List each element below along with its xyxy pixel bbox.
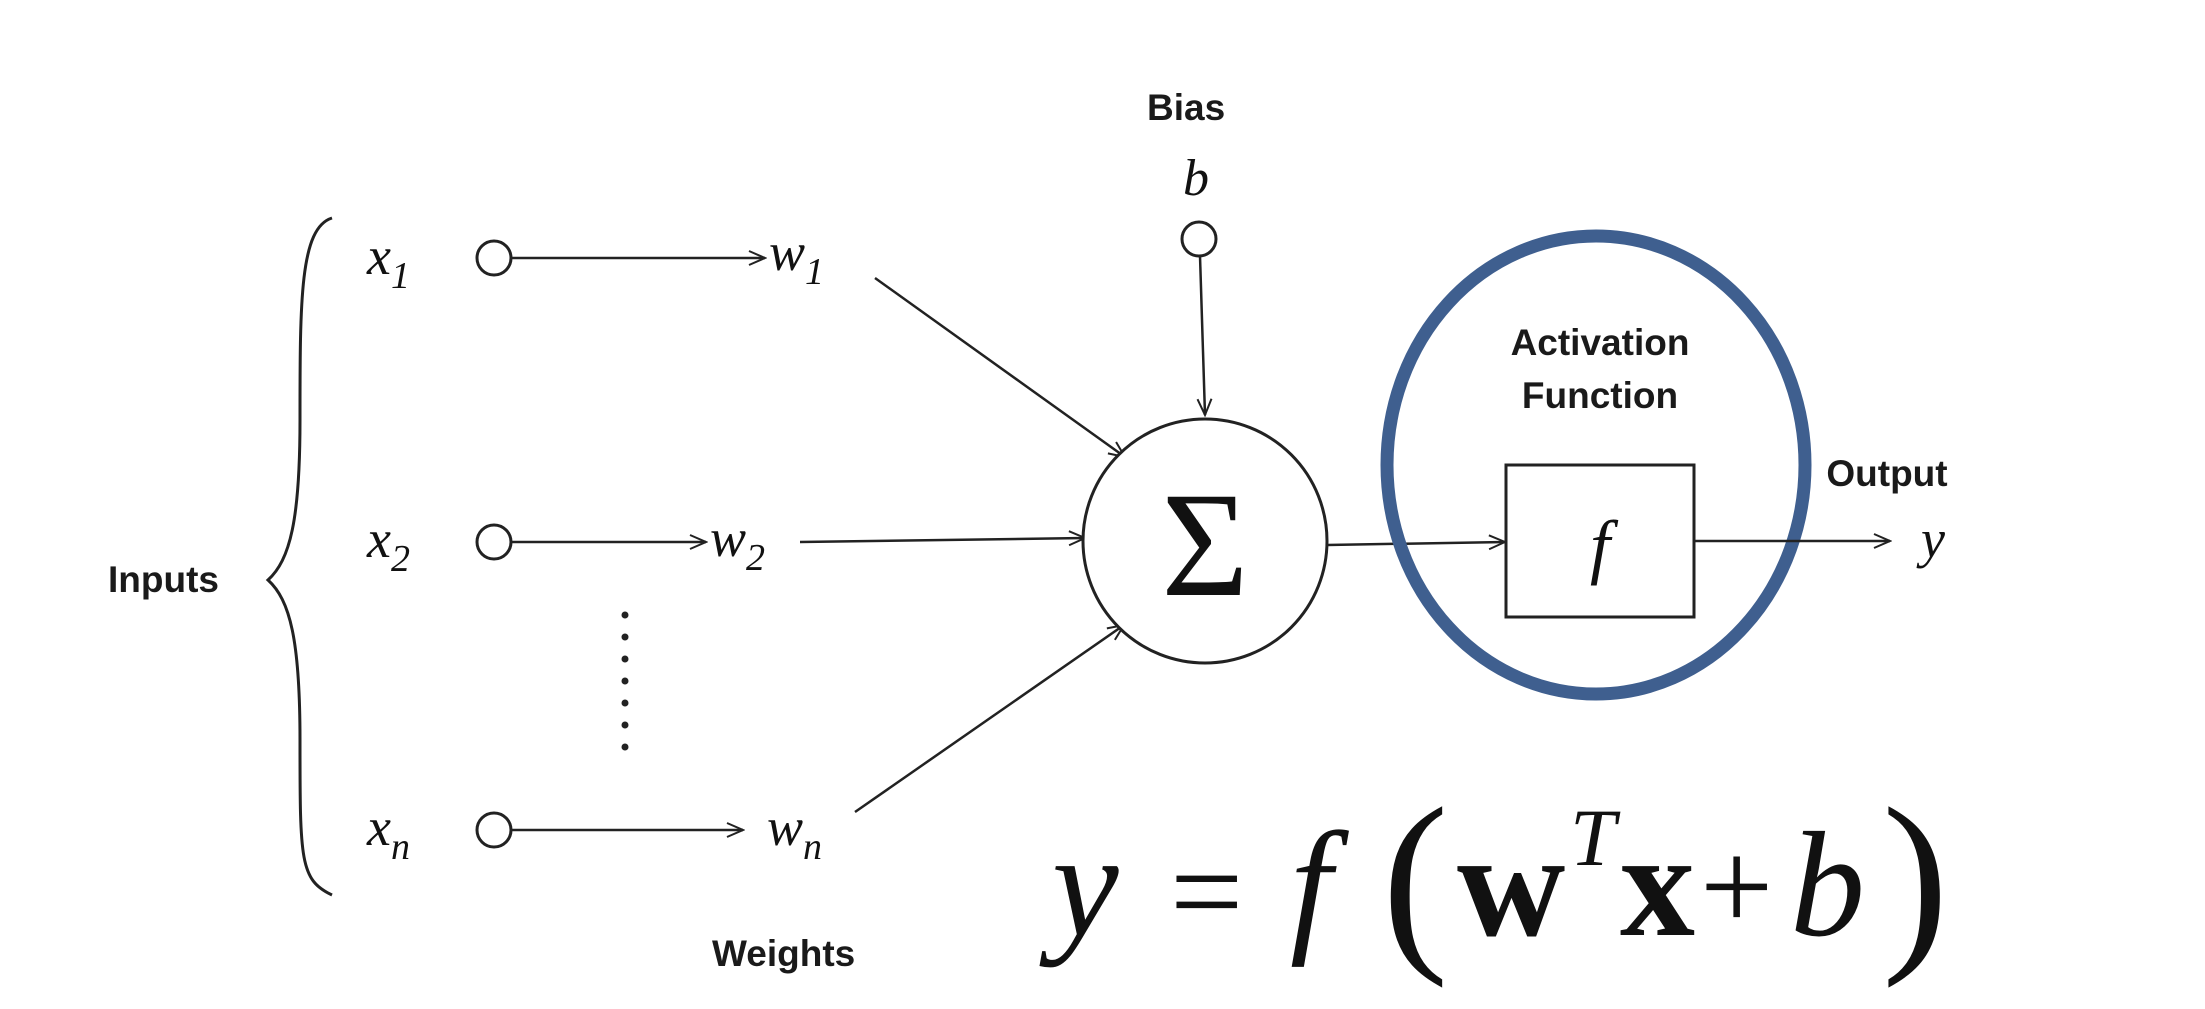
weight-wn: wn [767, 797, 822, 868]
output-label: Output [1826, 453, 1947, 494]
bias-symbol: b [1183, 150, 1209, 207]
bias-node [1180, 220, 1218, 258]
input-node-n [475, 811, 513, 849]
svg-text:x1: x1 [366, 226, 410, 297]
equation-x: x [1620, 802, 1695, 968]
summation-node [1081, 417, 1329, 665]
neuron-equation: y = f ( w T x + b ) [1039, 768, 1949, 989]
equation-superscript-T: T [1570, 792, 1621, 883]
equation-w: w [1457, 802, 1565, 968]
inputs-brace [265, 216, 333, 897]
equation-equals: = [1170, 820, 1243, 964]
equation-lhs: y [1039, 802, 1119, 968]
sum-to-activation-arrow [1326, 542, 1505, 545]
bias-arrow [1200, 255, 1205, 415]
weight-arrow-1 [874, 276, 1125, 457]
input-node-1 [475, 239, 513, 277]
output-symbol: y [1916, 509, 1945, 569]
svg-text:xn: xn [366, 797, 410, 868]
input-x2: x2 [366, 509, 410, 580]
svg-text:wn: wn [767, 797, 822, 868]
activation-highlight-ellipse [1380, 229, 1812, 701]
weight-w2: w2 [710, 508, 765, 579]
weight-arrow-2 [799, 538, 1085, 542]
svg-text:w2: w2 [710, 508, 765, 579]
weight-w1: w1 [769, 222, 824, 293]
input-xn: xn [366, 797, 410, 868]
input-node-2 [475, 523, 513, 561]
activation-label-line2: Function [1522, 375, 1678, 416]
activation-function-box [1504, 463, 1696, 619]
input-x1: x1 [366, 226, 410, 297]
svg-text:w1: w1 [769, 222, 824, 293]
equation-func: f [1290, 802, 1349, 968]
inputs-label: Inputs [108, 559, 219, 600]
svg-text:x2: x2 [366, 509, 410, 580]
weights-label: Weights [712, 933, 855, 974]
equation-open-paren: ( [1382, 768, 1449, 989]
bias-label: Bias [1147, 87, 1225, 128]
weight-arrow-n [854, 625, 1124, 814]
activation-label-line1: Activation [1511, 322, 1690, 363]
equation-close-paren: ) [1882, 768, 1949, 989]
equation-b: b [1790, 802, 1865, 968]
ellipsis-dots [621, 611, 629, 751]
sum-symbol: Σ [1161, 462, 1248, 628]
equation-plus: + [1700, 815, 1773, 959]
